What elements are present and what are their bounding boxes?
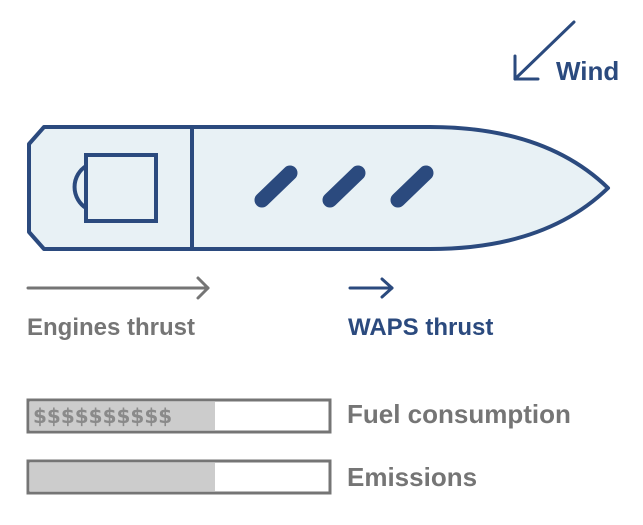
ship-icon <box>27 125 610 251</box>
waps-thrust-label: WAPS thrust <box>348 314 493 341</box>
wheelhouse-icon <box>72 164 88 210</box>
waps-thrust-arrow-icon <box>348 277 394 299</box>
rotor-sail-icon <box>254 165 434 208</box>
wind-arrow-icon <box>513 20 576 81</box>
emissions-label: Emissions <box>347 462 477 492</box>
wind-label: Wind <box>556 56 619 86</box>
ship-hull <box>27 125 610 251</box>
fuel-dollar-text: $$$$$$$$$$ <box>33 404 172 428</box>
fuel-consumption-bar: $$$$$$$$$$ <box>26 398 332 434</box>
emissions-bar-frame <box>26 459 332 495</box>
engines-thrust-label: Engines thrust <box>27 314 195 341</box>
engine-thrust-arrow-icon <box>26 276 210 300</box>
fuel-bar-frame <box>26 398 332 434</box>
emissions-bar <box>26 459 332 495</box>
fuel-bar-fill <box>30 402 215 430</box>
emissions-bar-fill <box>30 463 215 491</box>
fuel-consumption-label: Fuel consumption <box>347 399 571 429</box>
bridge-box <box>84 153 158 223</box>
